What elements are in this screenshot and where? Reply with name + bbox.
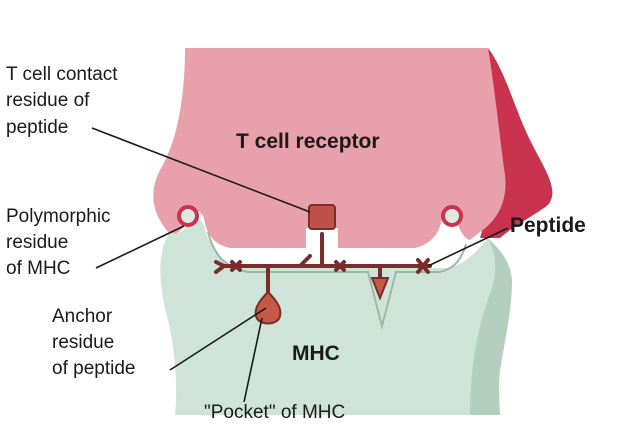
mhc-shape	[160, 217, 495, 415]
label-polymorphic-residue: Polymorphic residue of MHC	[6, 206, 116, 279]
polymorphic-residue-right	[443, 207, 461, 225]
label-anchor-residue: Anchor residue of peptide	[52, 306, 135, 379]
t-cell-contact-residue	[309, 205, 335, 229]
label-mhc: MHC	[292, 342, 340, 365]
label-pocket-of-mhc: "Pocket" of MHC	[204, 402, 345, 423]
polymorphic-residue-left	[179, 207, 197, 225]
label-t-cell-receptor: T cell receptor	[236, 130, 380, 153]
label-peptide: Peptide	[510, 214, 586, 237]
label-t-cell-contact-residue: T cell contact residue of peptide	[6, 64, 123, 138]
